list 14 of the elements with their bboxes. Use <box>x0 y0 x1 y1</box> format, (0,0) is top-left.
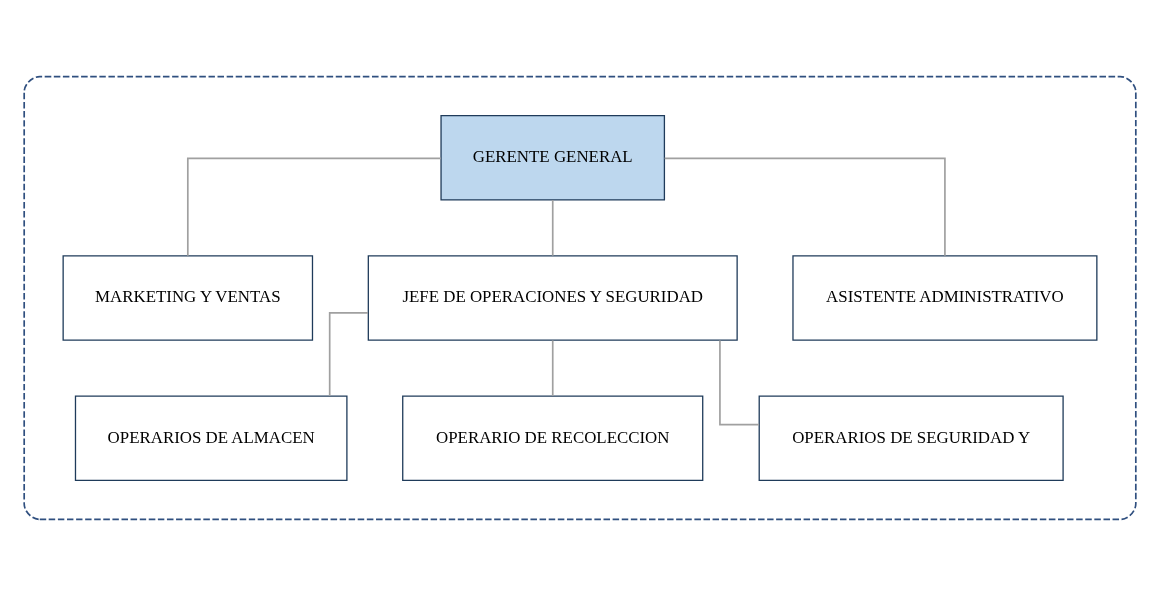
node-box: OPERARIOS DE ALMACEN <box>74 395 348 482</box>
cluster <box>23 75 1137 521</box>
node-box: ASISTENTE ADMINISTRATIVO <box>792 255 1098 341</box>
node-box: OPERARIO DE RECOLECCION <box>402 395 704 482</box>
connector <box>663 157 946 257</box>
node-box: OPERARIOS DE SEGURIDAD Y <box>758 395 1064 482</box>
connector <box>551 339 554 397</box>
connector <box>719 339 760 426</box>
node-box: JEFE DE OPERACIONES Y SEGURIDAD <box>367 255 738 341</box>
node-box: MARKETING Y VENTAS <box>62 255 314 341</box>
connector <box>186 157 442 257</box>
node-box: GERENTE GENERAL <box>440 114 666 201</box>
connector <box>551 199 554 257</box>
connector <box>328 312 369 397</box>
